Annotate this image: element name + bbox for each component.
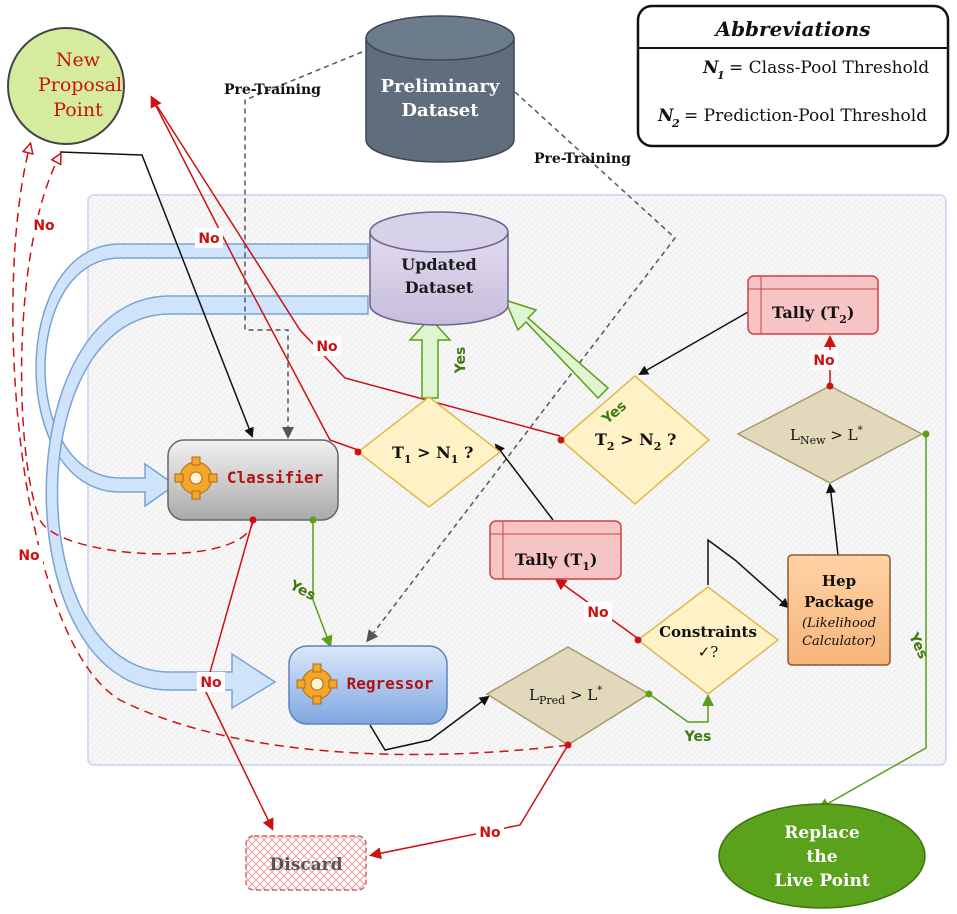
edge-label-no-5: No (197, 672, 225, 692)
updated-text-1: Updated (401, 255, 476, 274)
svg-text:No: No (316, 339, 338, 355)
discard-label: Discard (270, 855, 343, 875)
new-proposal-node (7, 27, 125, 145)
edge-label-no-3: No (313, 336, 341, 356)
preliminary-dataset-node (365, 15, 515, 163)
regressor-node (288, 645, 448, 725)
tally2-to-t2-arrow (638, 311, 749, 375)
edge-label-no-1: No (30, 215, 58, 235)
hep-package-node (787, 554, 891, 666)
lpred-no-to-proposal-arrow (12, 145, 569, 756)
classifier-gear-icon (174, 456, 218, 500)
abbr-n1-desc: = Class-Pool Threshold (729, 58, 929, 78)
svg-text:No: No (33, 218, 55, 234)
t2-decision-label: T2 > N2 ? (595, 430, 676, 453)
updated-to-classifier-arrow (35, 243, 369, 508)
t2-decision-node (559, 375, 711, 505)
hep-label-3: (Likelihood (802, 616, 876, 631)
updated-dataset-node (369, 211, 509, 326)
svg-text:No: No (479, 825, 501, 841)
svg-text:No: No (587, 605, 609, 621)
constraints-label-1: Constraints (659, 623, 757, 641)
constraints-decision-node (636, 586, 780, 695)
hep-label-2: Package (804, 593, 874, 611)
connector-dots (249, 382, 930, 749)
tally1-to-t1-arrow (494, 443, 554, 521)
discard-node (245, 835, 367, 891)
edge-label-yes-lpred: Yes (684, 729, 712, 745)
hep-label-4: Calculator) (802, 634, 876, 649)
abbr-n2-symbol: N (657, 106, 675, 126)
regressor-gear-icon (296, 663, 338, 705)
pretraining-right-label: Pre-Training (534, 151, 631, 167)
replace-label-3: Live Point (774, 871, 870, 891)
replace-label-1: Replace (784, 823, 860, 843)
classifier-no-to-proposal-arrow (20, 155, 254, 555)
new-proposal-text-2: Proposal (38, 74, 122, 96)
preliminary-text-1: Preliminary (381, 76, 500, 97)
regressor-to-lpred-arrow (369, 695, 490, 751)
hep-label-1: Hep (822, 572, 856, 590)
svg-text:No: No (198, 231, 220, 247)
tally1-node (489, 520, 622, 580)
abbr-n1-sub: 1 (717, 69, 725, 82)
tally1-label: Tally (T1) (515, 550, 597, 573)
replace-live-point-node (718, 803, 926, 909)
pretraining-classifier-arrow (244, 51, 363, 439)
abbr-n2-sub: 2 (671, 117, 680, 130)
regressor-label: Regressor (347, 674, 434, 693)
edge-label-yes-t1: Yes (453, 347, 469, 375)
proposal-to-classifier-arrow (59, 151, 254, 438)
classifier-yes-to-regressor-arrow (312, 520, 333, 648)
svg-text:No: No (200, 675, 222, 691)
preliminary-text-2: Dataset (401, 100, 479, 121)
edge-label-no-7: No (810, 350, 838, 370)
lpred-yes-to-constraints-arrow (648, 693, 714, 723)
constraints-label-2: ✓? (698, 643, 719, 661)
tally2-label: Tally (T2) (772, 303, 854, 326)
t1-decision-label: T1 > N1 ? (392, 443, 473, 466)
abbr-n1-symbol: N (702, 58, 720, 78)
abbr-n2-desc: = Prediction-Pool Threshold (684, 106, 927, 126)
updated-to-regressor-arrow (45, 295, 369, 710)
edge-label-no-2: No (195, 228, 223, 248)
new-proposal-text-1: New (56, 49, 101, 71)
lnew-yes-to-replace-arrow (817, 434, 927, 810)
t2-yes-to-updated-arrow (503, 298, 610, 400)
pretraining-left-label: Pre-Training (224, 82, 321, 98)
new-proposal-text-3: Point (53, 99, 103, 121)
t1-no-to-proposal-arrow (150, 95, 359, 451)
pretraining-regressor-arrow (366, 91, 677, 643)
lnew-decision-node (736, 385, 924, 484)
constraints-to-hep-arrow (707, 538, 790, 609)
replace-label-2: the (806, 847, 837, 867)
lpred-no-to-discard-arrow (369, 744, 569, 860)
hep-to-lnew-arrow (825, 483, 839, 556)
edge-label-no-6: No (584, 602, 612, 622)
lnew-decision-label: LNew > L* (790, 425, 863, 447)
updated-text-2: Dataset (405, 278, 474, 297)
svg-text:No: No (813, 353, 835, 369)
classifier-label: Classifier (227, 468, 323, 487)
lpred-decision-label: LPred > L* (529, 685, 602, 707)
t1-yes-to-updated-arrow (408, 316, 452, 399)
abbreviations-box (636, 4, 950, 148)
t1-decision-node (356, 396, 502, 508)
svg-text:No: No (18, 548, 40, 564)
abbreviations-title: Abbreviations (714, 17, 871, 41)
edge-label-no-4: No (15, 545, 43, 565)
tally2-node (747, 275, 879, 335)
edge-label-no-8: No (476, 822, 504, 842)
